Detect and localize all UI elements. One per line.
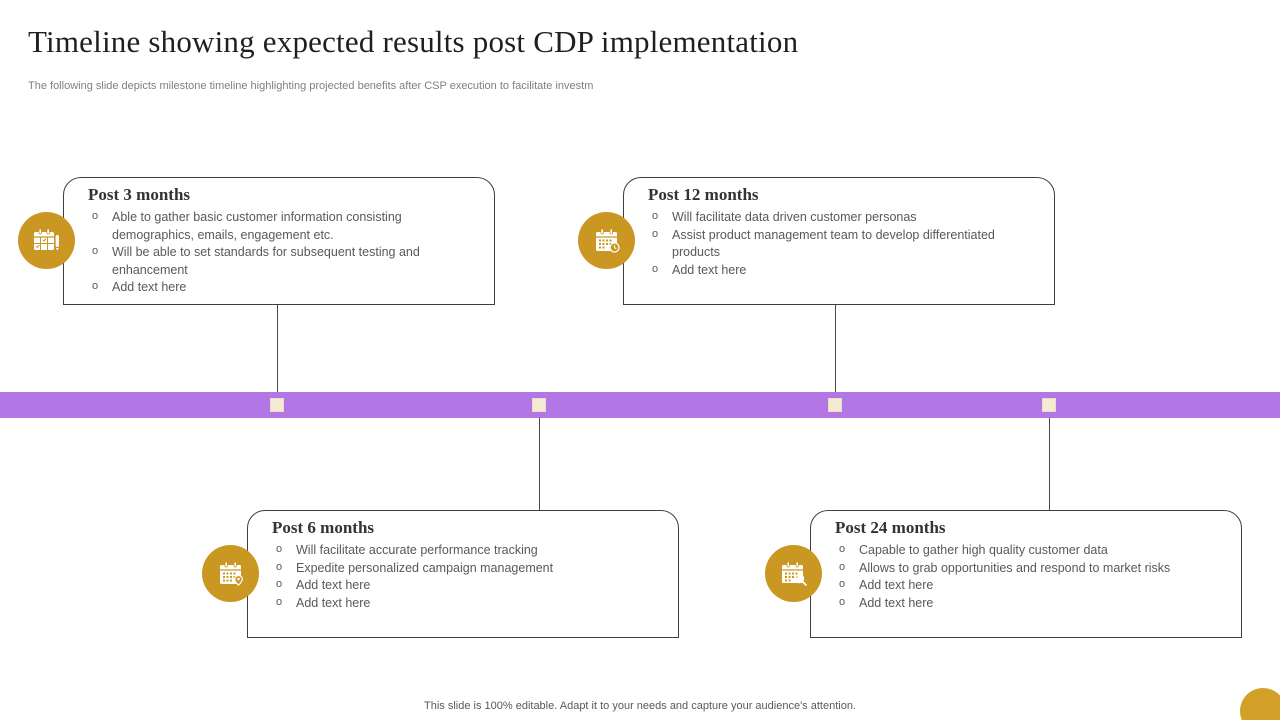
milestone-bullet-list: Will facilitate data driven customer per… [648,208,1020,280]
page-title: Timeline showing expected results post C… [28,24,799,59]
milestone-icon-badge [202,545,259,602]
milestone-icon-badge [18,212,75,269]
bullet-item: Assist product management team to develo… [648,226,1020,262]
connector-post-12-months [835,305,836,392]
milestone-icon-badge [765,545,822,602]
bullet-item: Add text here [648,261,1020,280]
calendar-pen-icon [33,228,60,253]
bullet-item: Add text here [835,594,1207,613]
page-subtitle: The following slide depicts milestone ti… [28,80,594,92]
timeline-marker-1 [270,398,284,412]
bullet-item: Add text here [88,278,460,297]
milestone-title: Post 3 months [88,185,191,204]
milestone-card-post-6-months: Post 6 months Will facilitate accurate p… [202,510,679,638]
calendar-clock-icon [595,228,620,253]
timeline-marker-3 [828,398,842,412]
bullet-item: Add text here [835,576,1207,595]
milestone-title: Post 6 months [272,518,375,537]
milestone-bullet-list: Capable to gather high quality customer … [835,541,1207,613]
milestone-card-post-24-months: Post 24 months Capable to gather high qu… [765,510,1242,638]
milestone-bullet-list: Will facilitate accurate performance tra… [272,541,644,613]
bullet-item: Able to gather basic customer informatio… [88,208,460,244]
timeline-marker-4 [1042,398,1056,412]
milestone-title: Post 24 months [835,518,946,537]
connector-post-3-months [277,305,278,392]
corner-gold-dot [1240,688,1280,720]
bullet-item: Capable to gather high quality customer … [835,541,1207,560]
calendar-search-icon [781,561,807,586]
calendar-pin-icon [219,561,243,586]
bullet-item: Will facilitate accurate performance tra… [272,541,644,560]
bullet-item: Add text here [272,594,644,613]
bullet-item: Will be able to set standards for subseq… [88,243,460,279]
milestone-title: Post 12 months [648,185,759,204]
milestone-card-post-3-months: Post 3 months Able to gather basic custo… [18,177,495,305]
milestone-card-post-12-months: Post 12 months Will facilitate data driv… [578,177,1055,305]
bullet-item: Will facilitate data driven customer per… [648,208,1020,227]
bullet-item: Add text here [272,576,644,595]
milestone-bullet-list: Able to gather basic customer informatio… [88,208,460,297]
bullet-item: Allows to grab opportunities and respond… [835,559,1207,578]
milestone-icon-badge [578,212,635,269]
timeline-marker-2 [532,398,546,412]
timeline-bar [0,392,1280,418]
connector-post-6-months [539,418,540,510]
bullet-item: Expedite personalized campaign managemen… [272,559,644,578]
connector-post-24-months [1049,418,1050,510]
footer-note: This slide is 100% editable. Adapt it to… [424,700,856,712]
